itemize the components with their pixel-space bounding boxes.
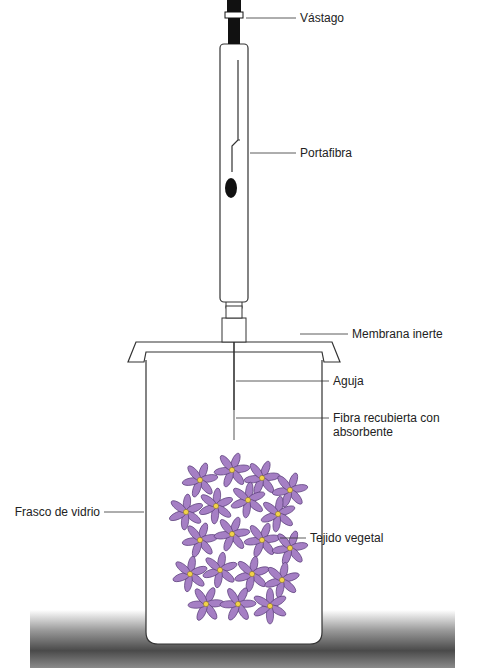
plant-tissue bbox=[168, 452, 308, 624]
part-label: Membrana inerte bbox=[352, 327, 443, 341]
holder-nut bbox=[222, 318, 246, 342]
plunger bbox=[227, 0, 241, 12]
coated-fiber bbox=[234, 410, 235, 440]
fiber-holder bbox=[220, 44, 248, 302]
plunger-ring bbox=[225, 12, 243, 18]
part-label: Fibra recubierta con absorbente bbox=[333, 411, 458, 439]
plunger bbox=[228, 18, 240, 44]
leader-lines bbox=[104, 18, 348, 538]
holder-slot bbox=[232, 60, 240, 172]
part-label: Frasco de vidrio bbox=[15, 505, 100, 519]
holder-neck bbox=[226, 306, 242, 318]
part-label: Vástago bbox=[300, 11, 344, 25]
part-label: Aguja bbox=[333, 374, 364, 388]
holder-screw bbox=[225, 178, 237, 198]
part-label: Portafibra bbox=[300, 146, 352, 160]
part-label: Tejido vegetal bbox=[310, 531, 383, 545]
